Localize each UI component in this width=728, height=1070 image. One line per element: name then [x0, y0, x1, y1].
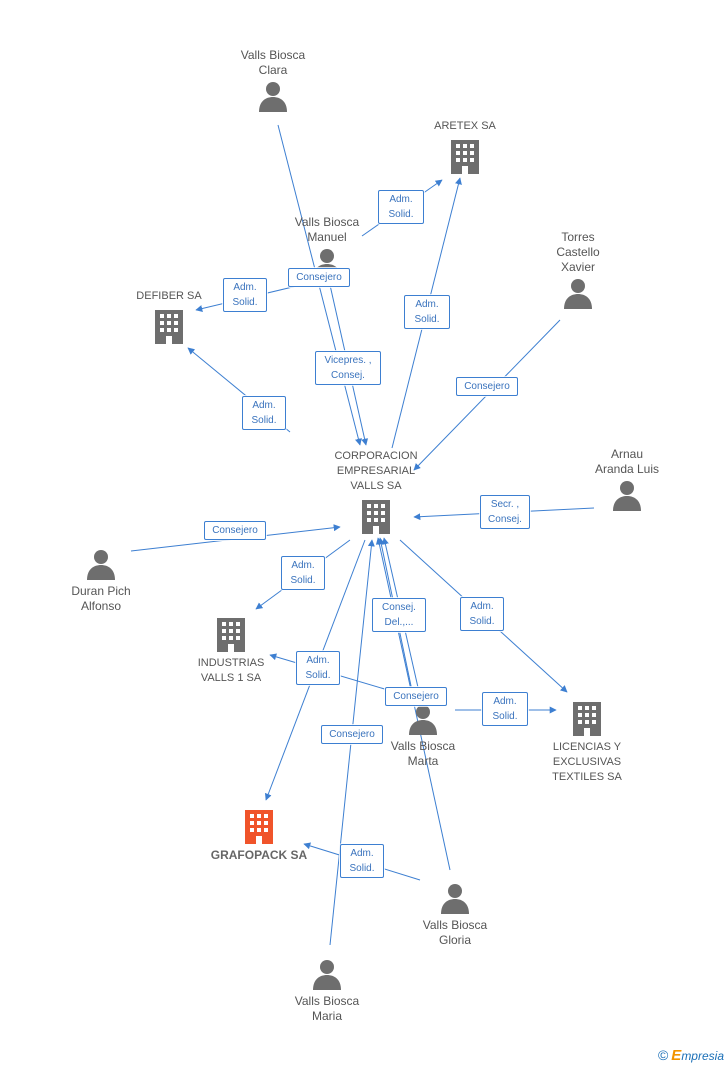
node-label: Duran Pich Alfonso: [71, 584, 131, 613]
relation-label[interactable]: Adm. Solid.: [242, 396, 286, 430]
node-torres-castello-xavier[interactable]: Torres Castello Xavier: [536, 230, 620, 309]
relation-label[interactable]: Adm. Solid.: [378, 190, 424, 224]
node-label: Arnau Aranda Luis: [594, 447, 660, 476]
relation-label[interactable]: Secr. , Consej.: [480, 495, 530, 529]
node-valls-biosca-maria[interactable]: Valls Biosca Maria: [280, 958, 374, 1024]
node-grafopack[interactable]: GRAFOPACK SA: [206, 806, 312, 863]
node-defiber[interactable]: DEFIBER SA: [124, 289, 214, 344]
person-icon: [259, 82, 287, 112]
building-icon: [573, 702, 601, 736]
relation-label[interactable]: Consej. Del.,...: [372, 598, 426, 632]
brand-logo-e: E: [671, 1047, 682, 1064]
node-industrias-valls-1[interactable]: INDUSTRIAS VALLS 1 SA: [186, 614, 276, 686]
node-label: INDUSTRIAS VALLS 1 SA: [197, 657, 265, 684]
relation-label[interactable]: Adm. Solid.: [404, 295, 450, 329]
person-icon: [613, 481, 641, 511]
relation-label[interactable]: Adm. Solid.: [223, 278, 267, 312]
node-label: ARETEX SA: [434, 120, 496, 132]
node-arnau-aranda-luis[interactable]: Arnau Aranda Luis: [582, 447, 672, 511]
person-icon: [564, 279, 592, 309]
node-label: Valls Biosca Maria: [294, 994, 360, 1023]
building-icon: [245, 810, 273, 844]
building-icon: [362, 500, 390, 534]
relation-label[interactable]: Consejero: [456, 377, 518, 396]
brand-name: mpresia: [681, 1049, 724, 1063]
node-valls-biosca-gloria[interactable]: Valls Biosca Gloria: [408, 882, 502, 948]
node-valls-biosca-marta[interactable]: Valls Biosca Marta: [376, 703, 470, 769]
relation-label[interactable]: Adm. Solid.: [296, 651, 340, 685]
empresia-brand: ©Empresia: [658, 1047, 724, 1064]
node-valls-biosca-clara[interactable]: Valls Biosca Clara: [226, 48, 320, 112]
building-icon: [155, 310, 183, 344]
person-icon: [441, 884, 469, 914]
node-licencias-exclusivas-textiles[interactable]: LICENCIAS Y EXCLUSIVAS TEXTILES SA: [540, 698, 634, 785]
person-icon: [409, 705, 437, 735]
relation-label[interactable]: Vicepres. , Consej.: [315, 351, 381, 385]
copyright-icon: ©: [657, 1047, 669, 1063]
relation-label[interactable]: Adm. Solid.: [340, 844, 384, 878]
relation-label[interactable]: Adm. Solid.: [460, 597, 504, 631]
node-label: Valls Biosca Manuel: [294, 215, 360, 244]
building-icon: [217, 618, 245, 652]
node-label: LICENCIAS Y EXCLUSIVAS TEXTILES SA: [552, 741, 622, 783]
relation-label[interactable]: Adm. Solid.: [281, 556, 325, 590]
person-icon: [313, 960, 341, 990]
node-corporacion-empresarial-valls[interactable]: CORPORACION EMPRESARIAL VALLS SA: [325, 449, 427, 534]
building-icon: [451, 140, 479, 174]
node-label: Torres Castello Xavier: [556, 230, 600, 274]
node-duran-pich-alfonso[interactable]: Duran Pich Alfonso: [56, 548, 146, 614]
node-label: Valls Biosca Marta: [390, 739, 456, 768]
node-label: DEFIBER SA: [136, 290, 202, 302]
node-label: Valls Biosca Gloria: [422, 918, 488, 947]
person-icon: [87, 550, 115, 580]
node-aretex[interactable]: ARETEX SA: [420, 119, 510, 174]
node-label: GRAFOPACK SA: [210, 848, 308, 862]
node-label: Valls Biosca Clara: [240, 48, 306, 77]
node-label: CORPORACION EMPRESARIAL VALLS SA: [334, 450, 418, 492]
relation-label[interactable]: Consejero: [321, 725, 383, 744]
relation-label[interactable]: Adm. Solid.: [482, 692, 528, 726]
relation-label[interactable]: Consejero: [288, 268, 350, 287]
relation-label[interactable]: Consejero: [385, 687, 447, 706]
relation-label[interactable]: Consejero: [204, 521, 266, 540]
